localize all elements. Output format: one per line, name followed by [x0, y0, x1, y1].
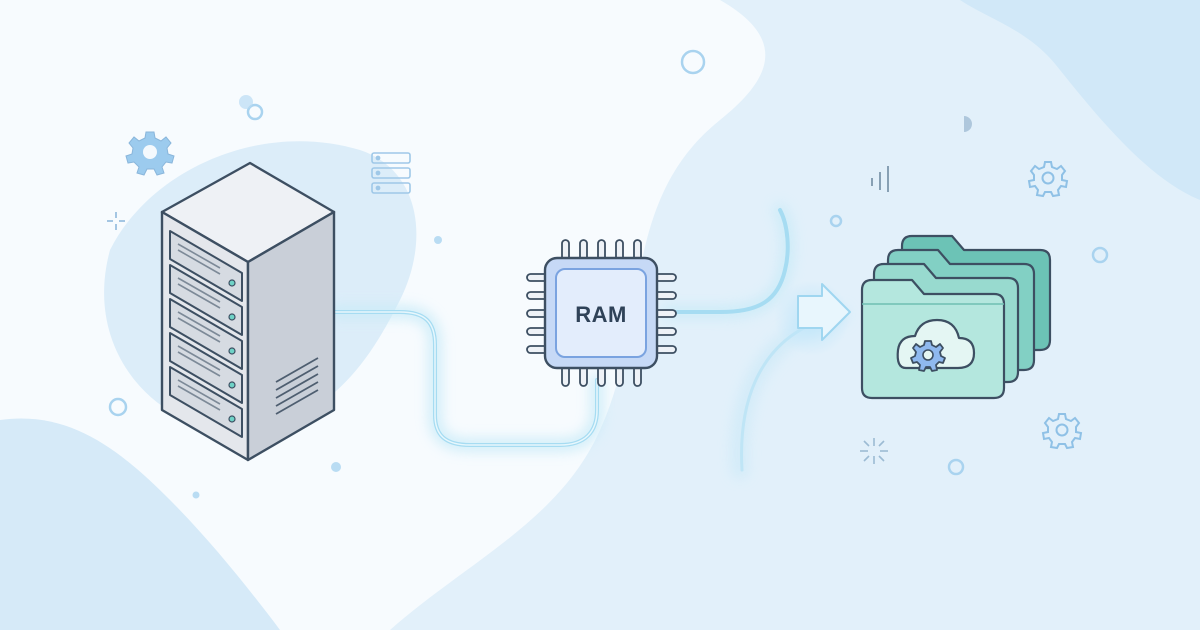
chip-inner — [555, 268, 647, 358]
server-bay-lines — [177, 243, 221, 411]
list-icon — [371, 152, 411, 194]
ram-chip-icon: RAM — [526, 239, 677, 387]
arrow-icon — [774, 280, 851, 356]
bar-chart-icon — [871, 166, 889, 192]
decorative-circles — [108, 49, 1109, 476]
server-vent-lines — [275, 357, 319, 415]
server-side-face — [246, 210, 336, 462]
gear-icon-top-left — [125, 131, 175, 176]
ram-label: RAM — [575, 302, 627, 327]
server-rack-icon — [160, 161, 336, 462]
decorations — [107, 49, 1109, 499]
sparkle-icon-left — [107, 212, 125, 230]
gear-icon-bottom-right — [1041, 413, 1083, 450]
sparkle-icon-right — [860, 438, 888, 464]
server-status-leds — [228, 279, 236, 423]
cloud-gear-icon — [896, 318, 976, 372]
gear-icon-top-right — [1027, 161, 1069, 198]
gear-icon — [910, 340, 946, 372]
background-blob-bottom-left — [0, 418, 280, 630]
cloud-folder-stack-icon — [860, 234, 1052, 400]
half-moon-icon — [964, 116, 972, 132]
decorative-dots — [192, 95, 442, 499]
background-blob-top-right — [960, 0, 1200, 200]
edge-server-to-ram — [328, 305, 604, 452]
